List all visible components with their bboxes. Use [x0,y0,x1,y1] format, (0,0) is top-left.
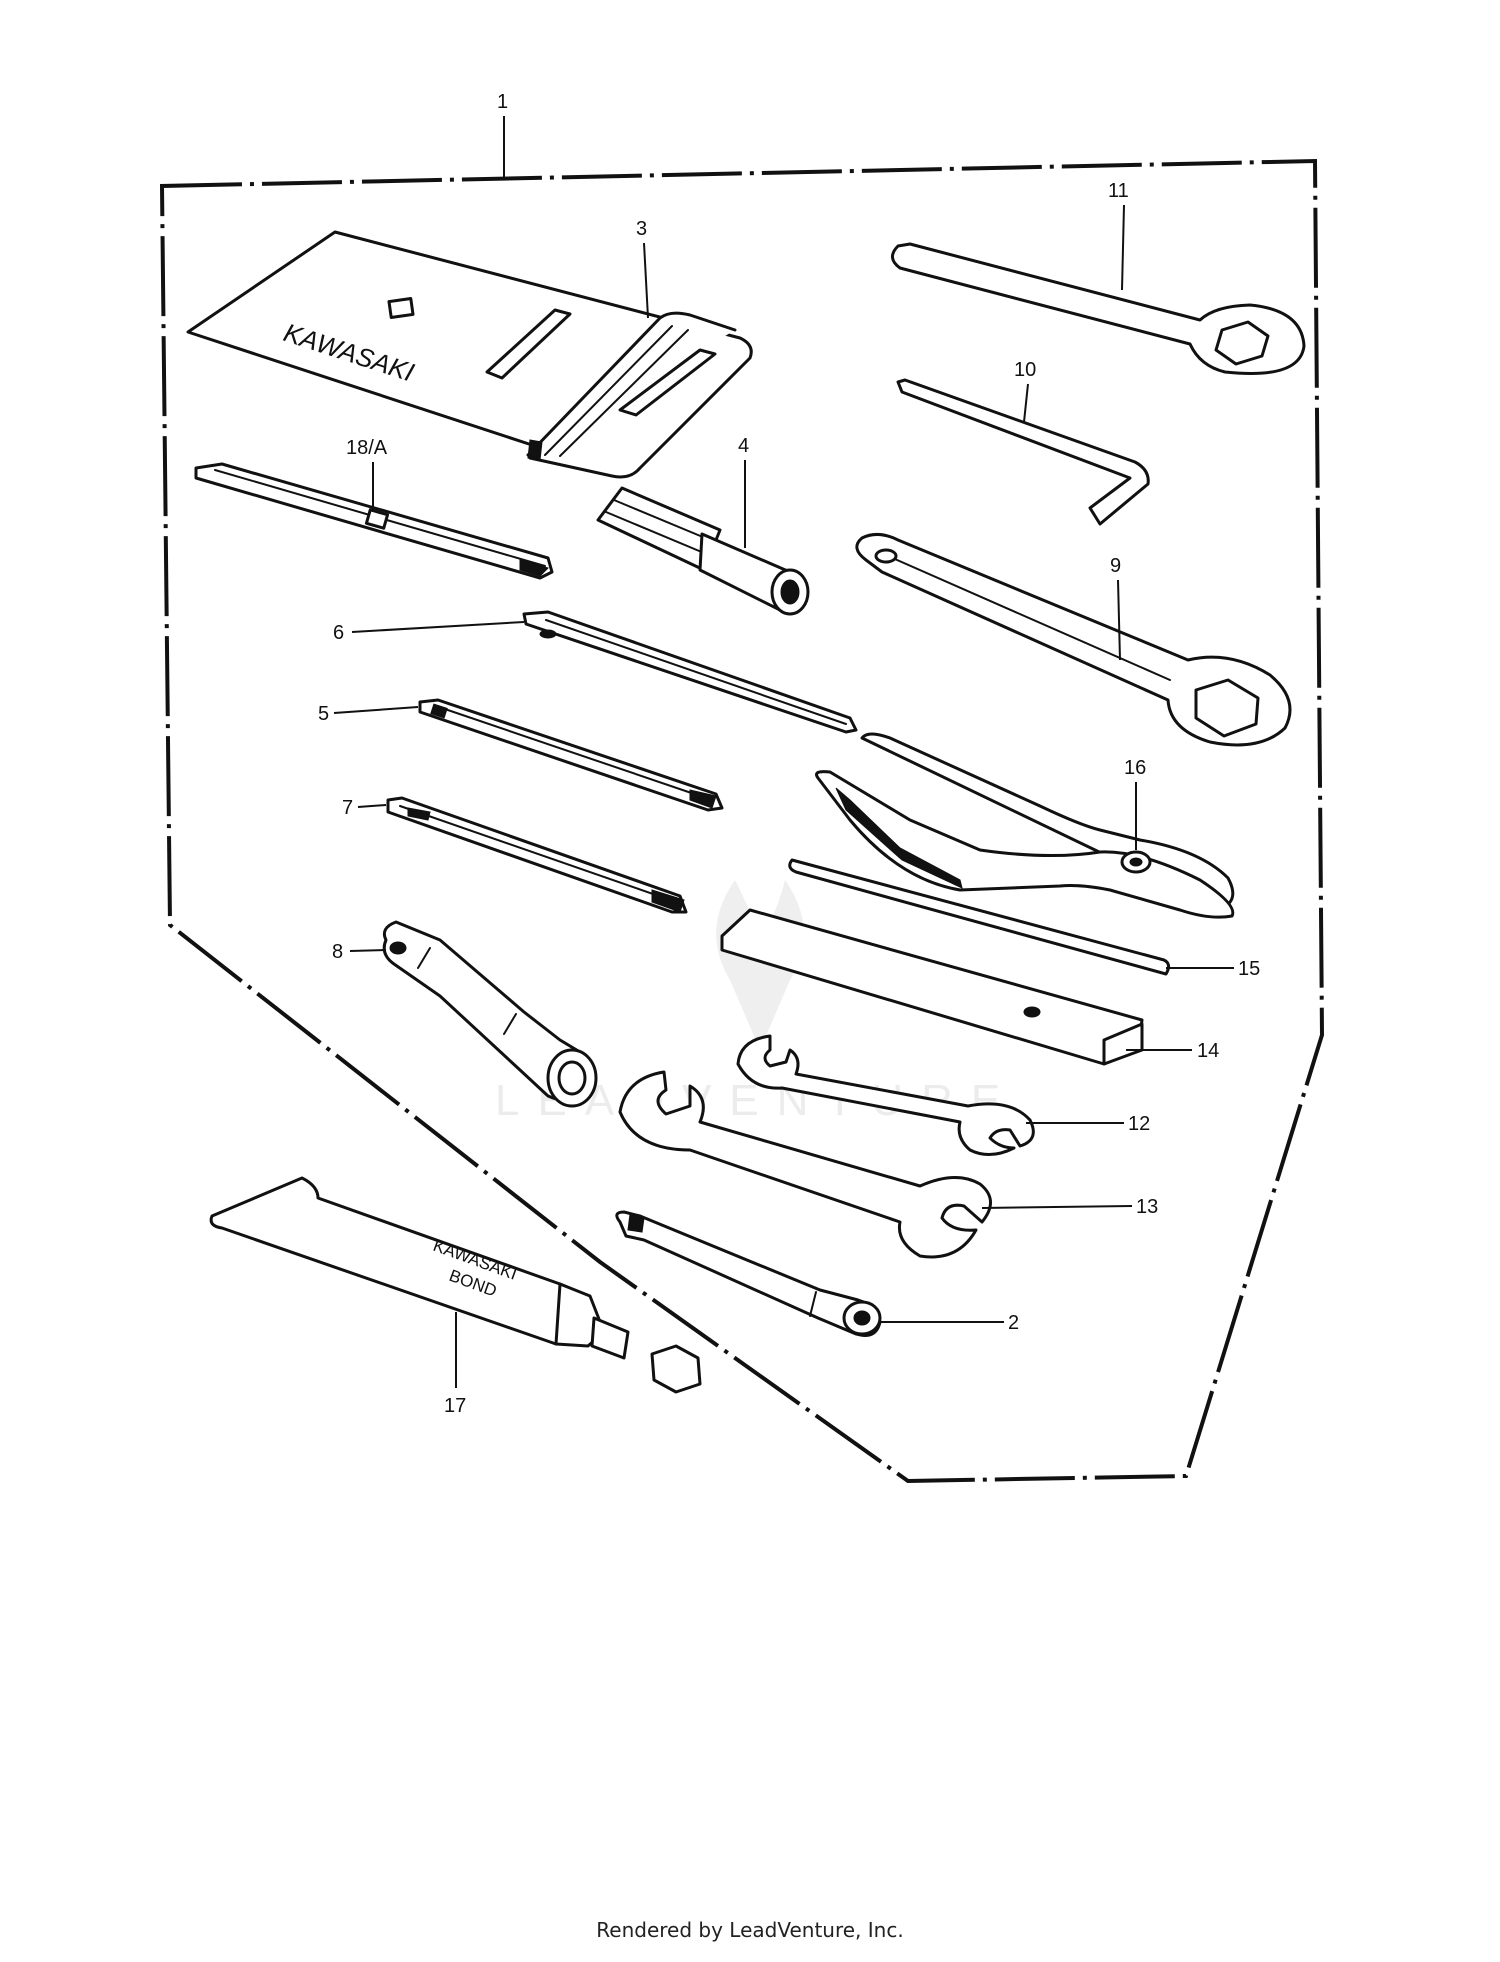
callout-14: 14 [1197,1040,1219,1062]
callout-4: 4 [738,435,749,457]
extension-bar-2 [615,1210,882,1337]
tire-lever-14 [720,908,1192,1066]
callout-17: 17 [444,1395,466,1417]
callout-15: 15 [1238,958,1260,980]
callout-1: 1 [497,91,508,113]
callout-11: 11 [1108,180,1129,202]
kit-frame [159,116,1325,1484]
box-wrench-9 [855,533,1292,747]
open-wrench-13 [618,1070,992,1259]
callout-16: 16 [1124,757,1146,779]
ring-spanner-11 [891,242,1306,376]
callout-5: 5 [318,703,329,725]
callout-8: 8 [332,941,343,963]
tool-bag: KAWASAKI [186,230,753,479]
hex-key-10 [896,378,1150,526]
render-credit: Rendered by LeadVenture, Inc. [596,1918,904,1942]
handle [596,486,810,616]
screwdriver-7 [386,796,688,914]
pliers-16 [815,732,1235,919]
screwdriver-18a [194,462,554,580]
open-wrench-12 [736,1034,1035,1156]
callout-6: 6 [333,622,344,644]
screwdriver-5 [418,698,724,812]
callout-9: 9 [1110,555,1121,577]
callout-12: 12 [1128,1113,1150,1135]
callout-7: 7 [342,797,353,819]
rod-15 [788,858,1234,976]
bond-tube-17: KAWASAKI BOND [209,1176,702,1394]
callout-13: 13 [1136,1196,1158,1218]
plug-wrench-8 [382,920,598,1108]
callout-10: 10 [1014,359,1036,381]
callout-2: 2 [1008,1312,1019,1334]
callout-3: 3 [636,218,647,240]
screwdriver-6 [522,610,858,734]
callout-18a: 18/A [346,437,388,459]
